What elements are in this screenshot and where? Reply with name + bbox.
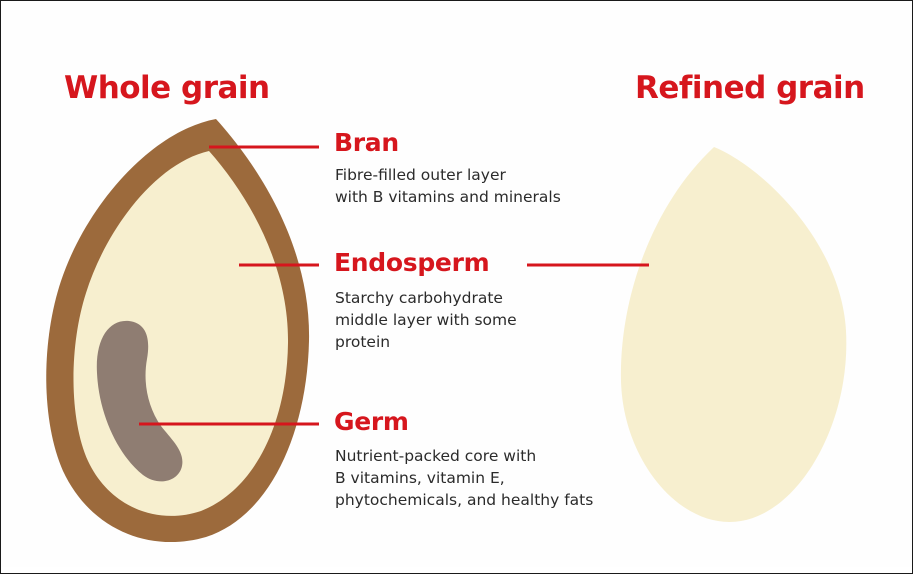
bran-description-line: with B vitamins and minerals — [335, 186, 561, 208]
germ-description-line: phytochemicals, and healthy fats — [335, 489, 593, 511]
germ-description: Nutrient-packed core with B vitamins, vi… — [335, 445, 593, 511]
whole-grain-title: Whole grain — [64, 70, 270, 106]
bran-description-line: Fibre-filled outer layer — [335, 164, 561, 186]
frame-bottom-strip — [1, 567, 913, 574]
bran-label: Bran — [334, 128, 399, 157]
refined-grain-title: Refined grain — [635, 70, 865, 106]
germ-description-line: Nutrient-packed core with — [335, 445, 593, 467]
endosperm-description-line: Starchy carbohydrate — [335, 287, 517, 309]
endosperm-description-line: middle layer with some — [335, 309, 517, 331]
endosperm-label: Endosperm — [334, 248, 489, 277]
refined-grain-endosperm — [621, 147, 846, 522]
germ-description-line: B vitamins, vitamin E, — [335, 467, 593, 489]
endosperm-description: Starchy carbohydrate middle layer with s… — [335, 287, 517, 353]
bran-description: Fibre-filled outer layer with B vitamins… — [335, 164, 561, 208]
endosperm-description-line: protein — [335, 331, 517, 353]
germ-label: Germ — [334, 407, 409, 436]
